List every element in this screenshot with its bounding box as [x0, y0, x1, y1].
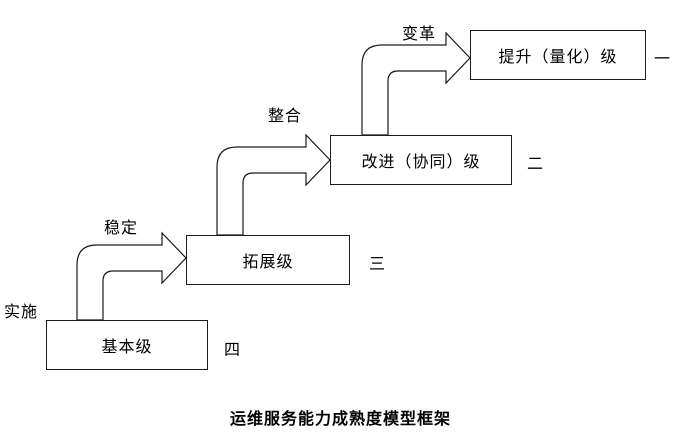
arrow-expand-to-improve-icon: [216, 133, 331, 236]
rank-label-four: 四: [224, 340, 241, 359]
diagram-caption: 运维服务能力成熟度模型框架: [229, 409, 451, 428]
level-box-basic: 基本级: [46, 320, 208, 370]
rank-label-three: 三: [369, 254, 386, 273]
level-box-improve-collaborative: 改进（协同）级: [330, 135, 512, 185]
transition-label-implement: 实施: [4, 302, 39, 321]
transition-label-integrate: 整合: [268, 106, 303, 125]
rank-label-two: 二: [527, 154, 544, 173]
level-label-improve-collaborative: 改进（协同）级: [361, 152, 481, 171]
transition-label-transform: 变革: [402, 24, 437, 43]
level-box-expansion: 拓展级: [186, 235, 350, 285]
rank-label-one: 一: [654, 49, 671, 68]
arrow-basic-to-expand-icon: [76, 231, 187, 321]
level-box-enhance-quantified: 提升（量化）级: [470, 30, 646, 80]
level-label-enhance-quantified: 提升（量化）级: [498, 47, 618, 66]
level-label-expansion: 拓展级: [242, 252, 294, 271]
arrow-improve-to-enhance-icon: [361, 31, 471, 136]
transition-label-stabilize: 稳定: [104, 218, 139, 237]
level-label-basic: 基本级: [101, 337, 153, 356]
